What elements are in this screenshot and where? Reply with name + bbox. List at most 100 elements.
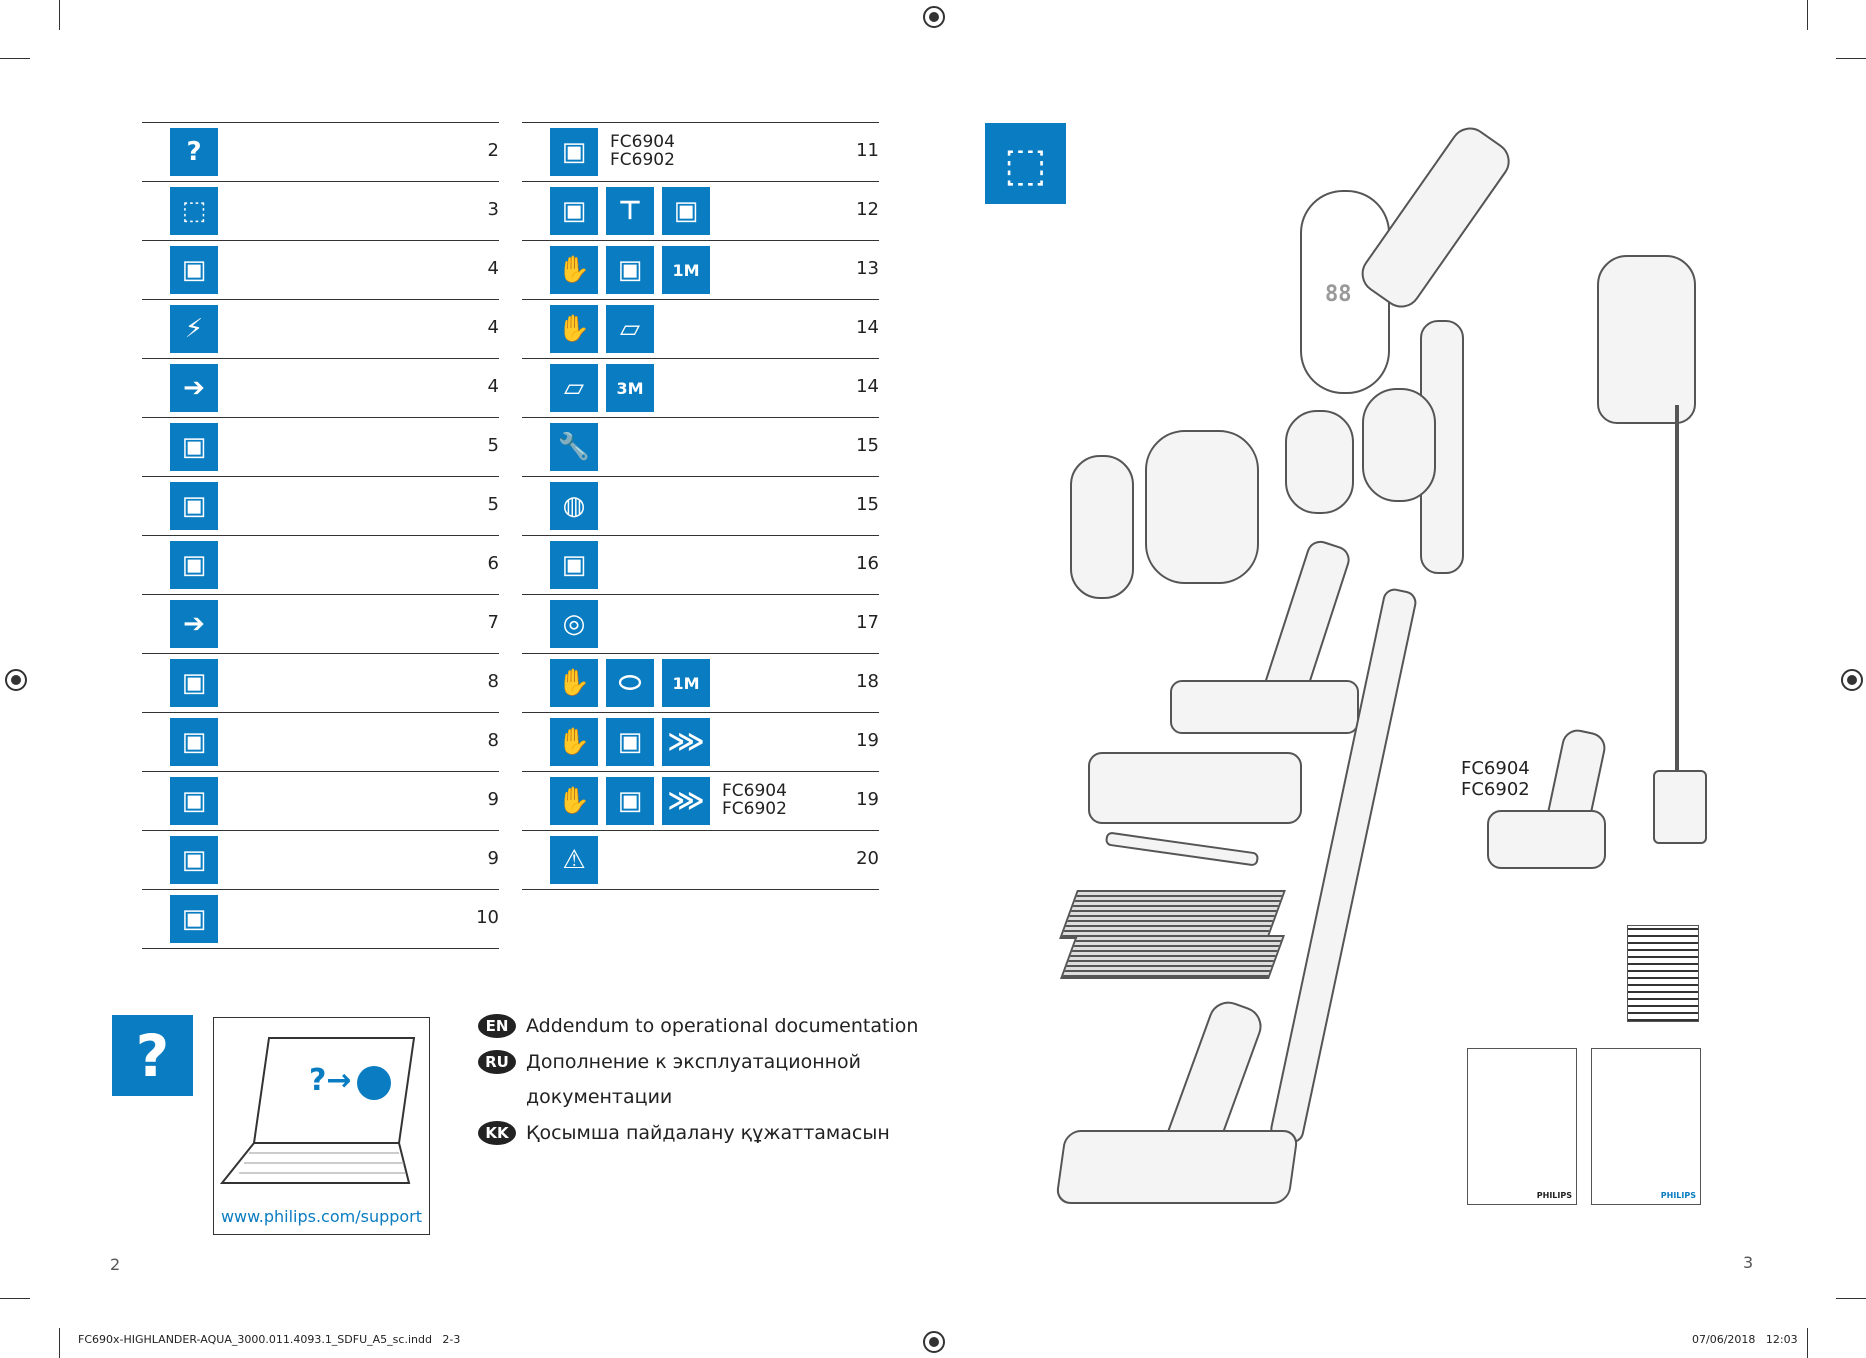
row-icons: ▣ <box>170 482 218 530</box>
mop-pad-icon: ▣ <box>550 187 598 235</box>
row-icons: ▣ <box>170 836 218 884</box>
page-number[interactable]: 4 <box>487 376 499 397</box>
page-number[interactable]: 9 <box>487 789 499 810</box>
row-icons: ✋▣1M <box>550 246 710 294</box>
row-icons: 🔧 <box>550 423 598 471</box>
registration-mark-icon <box>923 1331 945 1353</box>
language-text: документации <box>526 1086 673 1108</box>
page-number[interactable]: 14 <box>856 317 879 338</box>
mop-pad-icon: ▣ <box>606 246 654 294</box>
contents-row: ➔4 <box>142 358 499 417</box>
row-icons: ⚡ <box>170 305 218 353</box>
page-number[interactable]: 19 <box>856 789 879 810</box>
row-icons: ✋▱ <box>550 305 654 353</box>
registration-mark-icon <box>923 6 945 28</box>
contents-row: ▣9 <box>142 771 499 830</box>
page-number[interactable]: 3 <box>487 199 499 220</box>
filter-icon: ▱ <box>550 364 598 412</box>
row-icons: ▣⊤▣ <box>550 187 710 235</box>
crop-mark <box>1807 1328 1808 1358</box>
page-number[interactable]: 16 <box>856 553 879 574</box>
filter-cover-illustration <box>1070 455 1134 599</box>
filter-icon: ▱ <box>606 305 654 353</box>
user-manual-illustration: PHILIPS <box>1591 1048 1701 1205</box>
page-number[interactable]: 12 <box>856 199 879 220</box>
page-number-left: 2 <box>110 1255 121 1274</box>
indicator-light-icon: ➔ <box>170 600 218 648</box>
row-icons: ✋⬭1M <box>550 659 710 707</box>
page-number[interactable]: 13 <box>856 258 879 279</box>
page-number[interactable]: 17 <box>856 612 879 633</box>
page-number[interactable]: 19 <box>856 730 879 751</box>
page-number[interactable]: 8 <box>487 730 499 751</box>
floor-nozzle-illustration <box>1170 680 1359 734</box>
contents-row: ▣5 <box>142 417 499 476</box>
row-icons: ? <box>170 128 218 176</box>
model-number: FC6904 <box>610 132 675 152</box>
filter-illustration <box>1285 410 1354 514</box>
contents-row: ?2 <box>142 122 499 181</box>
left-contents-table: ?2⬚3▣4⚡4➔4▣5▣5▣6➔7▣8▣8▣9▣9▣10 <box>142 122 499 949</box>
page-number[interactable]: 10 <box>476 907 499 928</box>
contents-row: ▣ 16 <box>522 535 879 594</box>
contents-row: ▣4 <box>142 240 499 299</box>
support-url-link[interactable]: www.philips.com/support <box>220 1207 423 1226</box>
page-number[interactable]: 2 <box>487 140 499 161</box>
row-icons: ◎ <box>550 600 598 648</box>
page-number[interactable]: 9 <box>487 848 499 869</box>
calendar-1m-icon: 1M <box>662 246 710 294</box>
page-number[interactable]: 15 <box>856 494 879 515</box>
indicator-light-icon: ➔ <box>170 364 218 412</box>
contents-row: ▣6 <box>142 535 499 594</box>
contents-row: ◎ 17 <box>522 594 879 653</box>
globe-icon: ◍ <box>550 482 598 530</box>
dust-container-icon: ▣ <box>550 541 598 589</box>
row-icons: ▣ <box>170 777 218 825</box>
crop-mark <box>0 58 30 59</box>
row-icons: ▣ <box>170 423 218 471</box>
water-tank-illustration <box>1088 752 1302 824</box>
page-number[interactable]: 20 <box>856 848 879 869</box>
page-number[interactable]: 4 <box>487 258 499 279</box>
leaflet-illustration <box>1627 925 1699 1022</box>
manual-booklet-illustration: PHILIPS <box>1467 1048 1577 1205</box>
page-number[interactable]: 4 <box>487 317 499 338</box>
page-number[interactable]: 11 <box>856 140 879 161</box>
page-number[interactable]: 6 <box>487 553 499 574</box>
mop-holder-illustration <box>1104 831 1260 867</box>
page-number[interactable]: 5 <box>487 435 499 456</box>
page-number[interactable]: 8 <box>487 671 499 692</box>
mop-pad-illustration <box>1059 890 1286 939</box>
mini-nozzle-base-illustration <box>1487 810 1606 869</box>
contents-row: ✋▣1M 13 <box>522 240 879 299</box>
laptop-icon: ?→ <box>219 1037 416 1184</box>
row-icons: ▣ <box>550 128 598 176</box>
language-text: Қосымша пайдалану құжаттамасын <box>526 1122 890 1144</box>
contents-row: ✋▱ 14 <box>522 299 879 358</box>
support-laptop-illustration: ?→ www.philips.com/support <box>213 1017 430 1235</box>
page-number[interactable]: 15 <box>856 435 879 456</box>
page-number[interactable]: 14 <box>856 376 879 397</box>
registration-mark-icon <box>5 669 27 691</box>
calendar-1m-icon: 1M <box>662 659 710 707</box>
hand-clean-icon: ✋ <box>550 246 598 294</box>
page-number[interactable]: 7 <box>487 612 499 633</box>
contents-row: 🔧 15 <box>522 417 879 476</box>
filter-frame-illustration <box>1362 388 1436 502</box>
page-number[interactable]: 5 <box>487 494 499 515</box>
crop-mark <box>1807 0 1808 30</box>
page-number[interactable]: 18 <box>856 671 879 692</box>
brush-strip-icon: ⋙ <box>662 777 710 825</box>
wall-mount-illustration <box>1597 255 1696 424</box>
crop-mark <box>59 0 60 30</box>
row-icons: ◍ <box>550 482 598 530</box>
contents-row: ▣⊤▣ 12 <box>522 181 879 240</box>
